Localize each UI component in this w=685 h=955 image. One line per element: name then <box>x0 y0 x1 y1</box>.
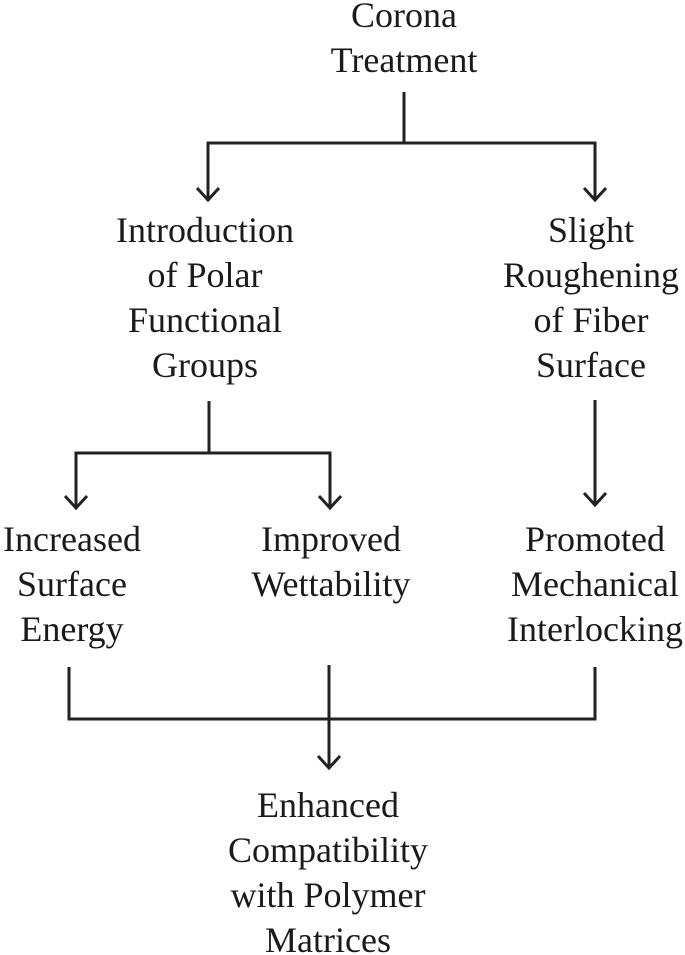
node-increased-surface-energy: Increased Surface Energy <box>3 519 141 649</box>
arrowhead-down-icon <box>316 754 342 771</box>
arrowhead-down-icon <box>195 186 221 203</box>
node-promoted-mechanical-interlocking: Promoted Mechanical Interlocking <box>507 519 683 649</box>
connector-merge <box>67 665 597 771</box>
node-enhanced-compatibility: Enhanced Compatibility with Polymer Matr… <box>227 785 428 955</box>
node-fiber-surface-roughening: Slight Roughening of Fiber Surface <box>503 210 679 385</box>
connector-roughening-arrow <box>582 400 608 508</box>
arrowhead-down-icon <box>317 494 343 511</box>
node-corona-treatment: Corona Treatment <box>330 0 478 80</box>
arrowhead-down-icon <box>582 491 608 508</box>
arrowhead-down-icon <box>582 186 608 203</box>
arrowhead-down-icon <box>63 494 89 511</box>
node-polar-functional-groups: Introduction of Polar Functional Groups <box>116 210 294 385</box>
node-improved-wettability: Improved Wettability <box>251 519 411 604</box>
connector-polar-split <box>63 401 343 511</box>
connector-root-split <box>195 92 608 203</box>
